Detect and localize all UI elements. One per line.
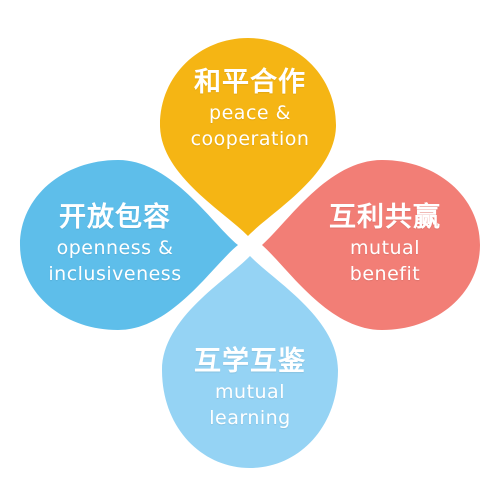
petal-top-subtitle-line1: peace & xyxy=(209,102,291,124)
petal-left-label: 开放包容 openness & inclusiveness xyxy=(30,201,200,287)
petal-right-subtitle-line1: mutual xyxy=(350,237,420,259)
petal-left-subtitle-line1: openness & xyxy=(56,237,174,259)
petal-bottom-label: 互学互鉴 mutual learning xyxy=(165,345,335,431)
petal-bottom-subtitle-line2: learning xyxy=(209,407,291,429)
petal-bottom xyxy=(162,256,338,468)
petal-right-label: 互利共赢 mutual benefit xyxy=(300,201,470,287)
petal-left xyxy=(20,160,238,330)
petal-top-label: 和平合作 peace & cooperation xyxy=(165,66,335,152)
petal-top-title: 和平合作 xyxy=(194,67,306,98)
petal-top-subtitle-line2: cooperation xyxy=(190,128,310,150)
petal-right xyxy=(262,160,480,330)
petal-bottom-subtitle-line1: mutual xyxy=(215,381,285,403)
petal-right-title: 互利共赢 xyxy=(329,202,441,233)
petal-right-subtitle-line2: benefit xyxy=(349,263,421,285)
petal-top xyxy=(160,38,336,236)
petal-left-title: 开放包容 xyxy=(59,202,171,233)
petal-left-subtitle-line2: inclusiveness xyxy=(48,263,182,285)
petal-bottom-title: 互学互鉴 xyxy=(194,346,306,377)
